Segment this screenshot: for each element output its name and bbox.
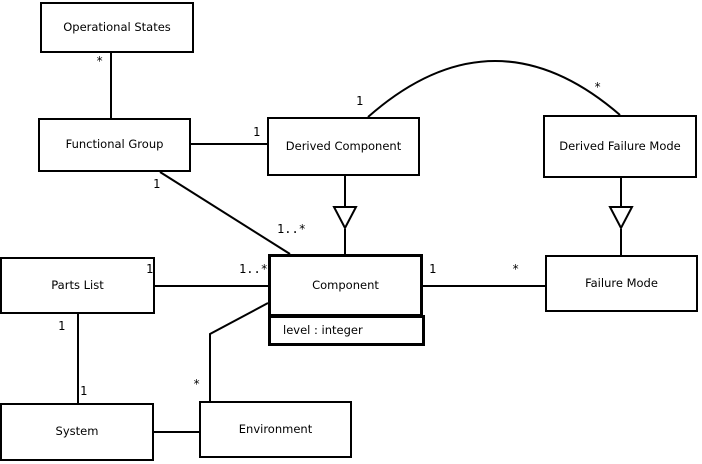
class-functional-group: Functional Group: [38, 118, 191, 172]
class-name: Environment: [238, 421, 313, 436]
class-derived-component: Derived Component: [267, 117, 420, 176]
generalization-triangle-failure-mode: [608, 206, 634, 231]
class-operational-states: Operational States: [40, 2, 194, 53]
class-system: System: [0, 403, 154, 461]
class-name: Component: [312, 277, 379, 292]
multiplicity-functional-group-end: 1: [153, 177, 161, 191]
multiplicity-derived-component-end: 1: [253, 125, 261, 139]
class-component-attributes: level : integer: [268, 315, 425, 346]
multiplicity-component-end-diagonal: 1..*: [277, 222, 306, 236]
class-name: Derived Failure Mode: [559, 138, 681, 153]
class-name: Parts List: [51, 277, 104, 292]
multiplicity-parts-list-end: 1: [146, 262, 154, 276]
multiplicity-parts-list-bottom-end: 1: [58, 319, 66, 333]
class-parts-list: Parts List: [0, 257, 155, 314]
class-component: Component: [268, 254, 423, 317]
multiplicity-environment-end: *: [193, 377, 201, 391]
class-name: Functional Group: [65, 137, 164, 152]
multiplicity-operational-states-end: *: [96, 54, 104, 68]
edge-derived-component-derived-failure-mode-arc: [367, 60, 621, 118]
class-name: System: [55, 424, 99, 439]
multiplicity-system-end: 1: [80, 384, 88, 398]
multiplicity-failure-mode-end: *: [512, 262, 520, 276]
attribute-text: level : integer: [283, 322, 363, 337]
multiplicity-component-end-right: 1: [429, 262, 437, 276]
multiplicity-arc-derived-component-end: 1: [356, 94, 364, 108]
class-name: Operational States: [63, 19, 171, 34]
generalization-triangle-component: [332, 206, 358, 231]
multiplicity-arc-derived-failure-mode-end: *: [594, 80, 602, 94]
multiplicity-component-end-left: 1..*: [239, 262, 268, 276]
class-name: Derived Component: [285, 138, 402, 153]
class-name: Failure Mode: [585, 275, 658, 290]
class-environment: Environment: [199, 401, 352, 458]
class-derived-failure-mode: Derived Failure Mode: [543, 115, 697, 178]
edge-functional-group-component: [159, 171, 291, 255]
class-failure-mode: Failure Mode: [545, 255, 698, 312]
edge-environment-component: [209, 302, 269, 401]
